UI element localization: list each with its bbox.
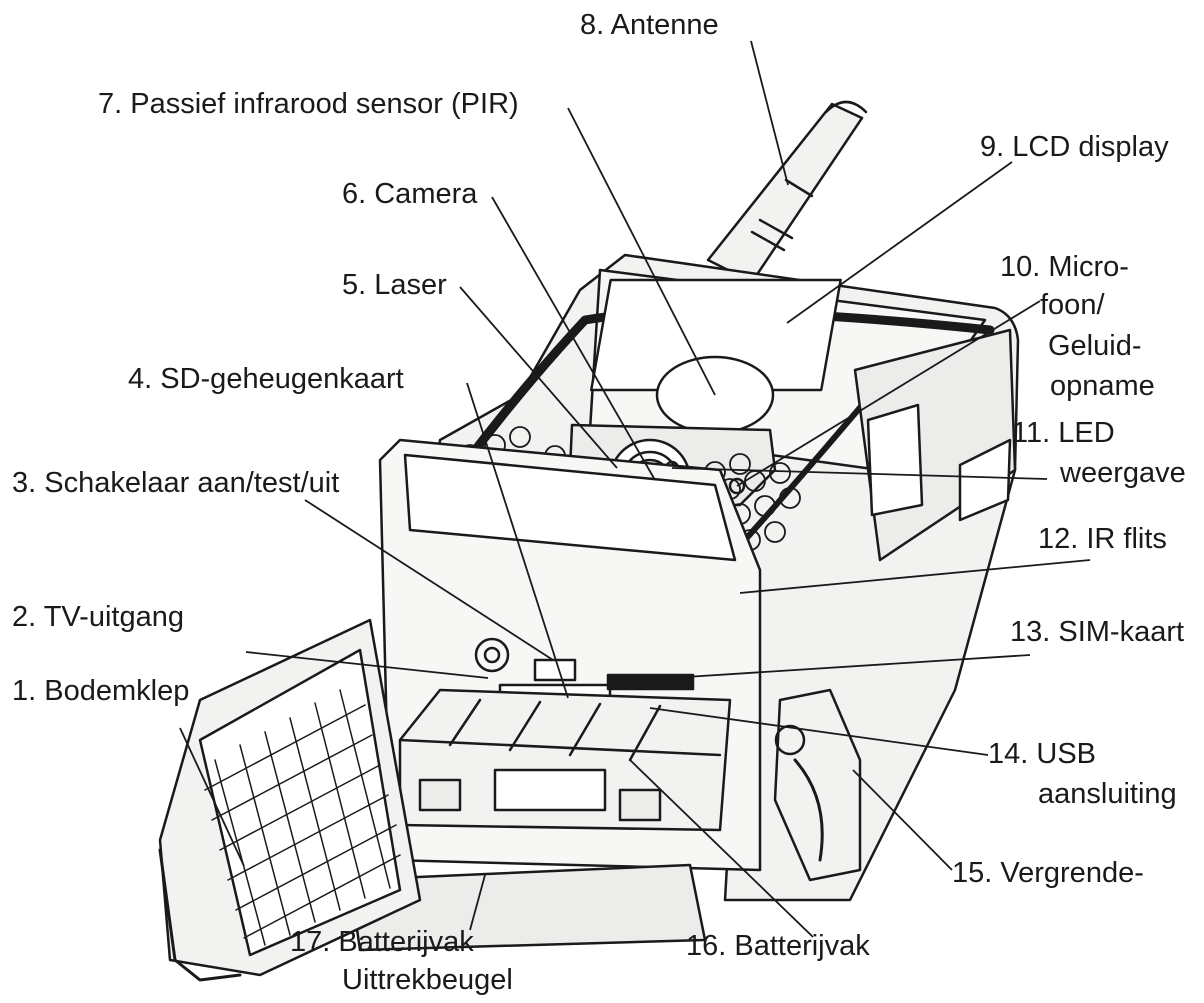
switch [535, 660, 575, 680]
label-vergrende: 15. Vergrende- [952, 856, 1144, 890]
label-ir-flits: 12. IR flits [1038, 522, 1167, 556]
label-batterijvak: 16. Batterijvak [686, 929, 870, 963]
label-pir-sensor: 7. Passief infrarood sensor (PIR) [98, 87, 519, 121]
label-schakelaar: 3. Schakelaar aan/test/uit [12, 466, 339, 500]
label-microfoon-2: foon/ [1040, 288, 1105, 322]
label-sim-kaart: 13. SIM-kaart [1010, 615, 1184, 649]
label-microfoon-4: opname [1050, 369, 1155, 403]
label-tv-uitgang: 2. TV-uitgang [12, 600, 184, 634]
label-usb-2: aansluiting [1038, 777, 1177, 811]
label-camera: 6. Camera [342, 177, 477, 211]
leader-8 [751, 41, 788, 185]
label-usb-1: 14. USB [988, 737, 1096, 771]
label-batterijvak-uittrek-1: 17. Batterijvak [290, 925, 474, 959]
label-lcd-display: 9. LCD display [980, 130, 1169, 164]
label-laser: 5. Laser [342, 268, 447, 302]
label-led-1: 11. LED [1012, 416, 1115, 450]
antenna [708, 102, 866, 282]
label-antenne: 8. Antenne [580, 8, 719, 42]
label-microfoon-1: 10. Micro- [1000, 250, 1129, 284]
label-batterijvak-uittrek-2: Uittrekbeugel [342, 963, 513, 997]
label-bodemklep: 1. Bodemklep [12, 674, 189, 708]
label-sd-geheugenkaart: 4. SD-geheugenkaart [128, 362, 404, 396]
label-microfoon-3: Geluid- [1048, 329, 1142, 363]
label-led-2: weergave [1060, 456, 1186, 490]
